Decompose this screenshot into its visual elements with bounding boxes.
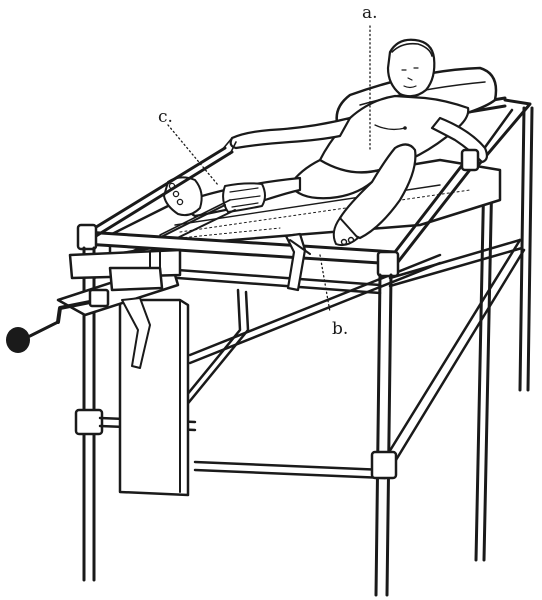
rail-clamp	[286, 234, 310, 290]
foot-support-board	[120, 300, 188, 495]
label-b: b.	[332, 319, 348, 339]
label-a: a.	[362, 3, 378, 23]
label-c: c.	[158, 107, 173, 127]
